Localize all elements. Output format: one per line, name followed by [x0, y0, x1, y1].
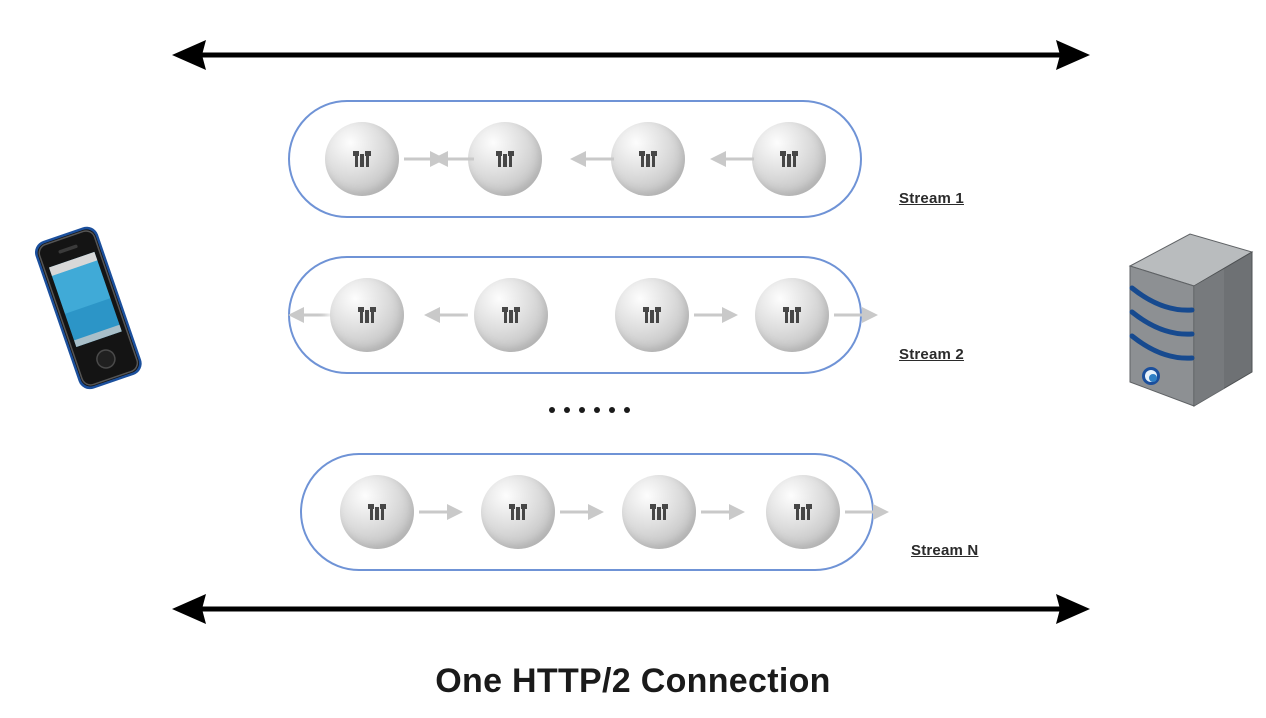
ellipsis-dot — [624, 407, 630, 413]
frame-node — [755, 278, 829, 352]
ellipsis-dot — [564, 407, 570, 413]
ellipsis-dot — [594, 407, 600, 413]
ellipsis-dot — [579, 407, 585, 413]
flow-arrow-left — [570, 149, 614, 169]
ellipsis-dot — [609, 407, 615, 413]
frame-icon — [641, 305, 663, 325]
frame-node — [468, 122, 542, 196]
flow-arrow-left — [432, 149, 474, 169]
stream-label-1: Stream 1 — [899, 190, 964, 207]
frame-icon — [778, 149, 800, 169]
smartphone-client — [8, 212, 168, 402]
flow-arrow-left — [710, 149, 754, 169]
stream-label-2: Stream 2 — [899, 346, 964, 363]
frame-node — [330, 278, 404, 352]
stream-label-n: Stream N — [911, 542, 979, 559]
frame-icon — [648, 502, 670, 522]
frame-icon — [366, 502, 388, 522]
frame-node — [325, 122, 399, 196]
frame-node — [615, 278, 689, 352]
flow-arrow-left — [288, 305, 332, 325]
connection-span-arrow-bottom — [172, 592, 1090, 626]
ellipsis-dot — [549, 407, 555, 413]
frame-icon — [500, 305, 522, 325]
frame-node — [340, 475, 414, 549]
frame-icon — [781, 305, 803, 325]
frame-node — [766, 475, 840, 549]
frame-node — [611, 122, 685, 196]
flow-arrow-right — [694, 305, 738, 325]
flow-arrow-right — [845, 502, 889, 522]
flow-arrow-left — [424, 305, 468, 325]
frame-icon — [356, 305, 378, 325]
flow-arrow-right — [419, 502, 463, 522]
server-tower — [1112, 230, 1264, 412]
frame-icon — [637, 149, 659, 169]
frame-icon — [351, 149, 373, 169]
frame-node — [474, 278, 548, 352]
flow-arrow-right — [701, 502, 745, 522]
connection-span-arrow-top — [172, 38, 1090, 72]
flow-arrow-right — [834, 305, 878, 325]
stream-ellipsis — [549, 407, 630, 413]
flow-arrow-right — [560, 502, 604, 522]
frame-node — [622, 475, 696, 549]
frame-node — [752, 122, 826, 196]
frame-icon — [507, 502, 529, 522]
frame-icon — [494, 149, 516, 169]
frame-icon — [792, 502, 814, 522]
frame-node — [481, 475, 555, 549]
page-title: One HTTP/2 Connection — [435, 662, 831, 700]
